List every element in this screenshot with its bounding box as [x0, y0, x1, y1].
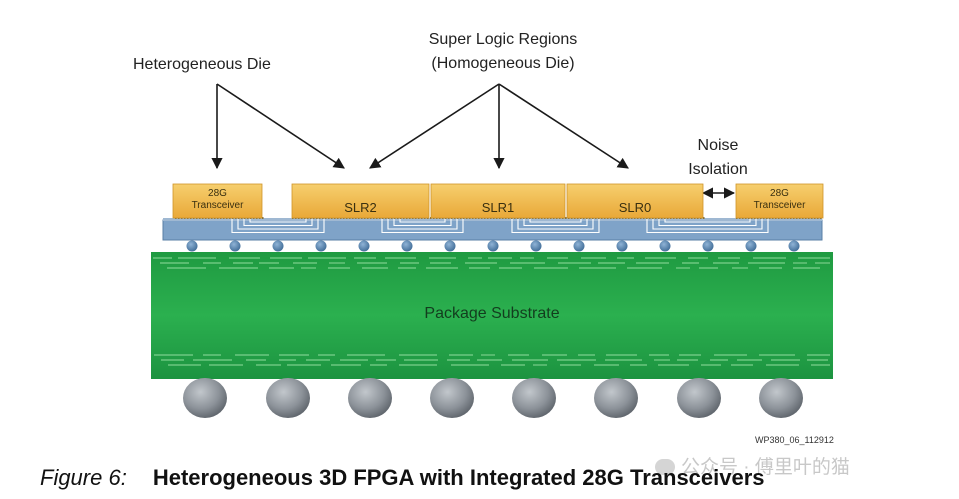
transceiver-right-line2: Transceiver: [753, 200, 806, 211]
package-substrate-label: Package Substrate: [424, 305, 560, 322]
micro-bump: [530, 240, 542, 252]
interposer-wire: [399, 219, 446, 223]
interposer-wire: [517, 219, 594, 230]
interposer-wire: [511, 219, 600, 234]
substrate-traces: [153, 257, 830, 366]
noise-label-line1: Noise: [697, 137, 739, 154]
solder-ball: [430, 378, 474, 418]
silicon-interposer: [162, 218, 823, 241]
micro-bump: [573, 240, 585, 252]
package-substrate: [151, 252, 833, 379]
wechat-icon: [655, 459, 675, 475]
heterogeneous-die-label: Heterogeneous Die: [133, 56, 271, 73]
transceiver-right-label: 28G Transceiver: [736, 188, 823, 212]
solder-balls: [183, 378, 803, 418]
micro-bump: [659, 240, 671, 252]
interposer-wire: [243, 219, 313, 227]
arrow-to-slr2-from-heterogeneous: [216, 83, 345, 169]
micro-bump: [616, 240, 628, 252]
interposer-wire: [658, 219, 757, 227]
slr0-label: SLR0: [618, 200, 652, 215]
interposer-wire: [237, 219, 319, 230]
slr1-die: [430, 183, 566, 219]
interposer-wire: [529, 219, 582, 223]
micro-bump: [186, 240, 198, 252]
arrows: [211, 83, 736, 199]
transceiver-left-label: 28G Transceiver: [173, 188, 262, 212]
watermark-text: 公众号 · 傅里叶的猫: [681, 457, 850, 478]
solder-ball: [266, 378, 310, 418]
interposer-wire: [393, 219, 452, 227]
solder-ball: [677, 378, 721, 418]
interposer-wire: [231, 219, 325, 234]
watermark: 公众号 · 傅里叶的猫: [655, 452, 850, 479]
slr-label: Super Logic Regions (Homogeneous Die): [403, 28, 603, 76]
solder-ball: [594, 378, 638, 418]
micro-bump: [401, 240, 413, 252]
transceiver-left-line1: 28G: [208, 188, 227, 199]
microbump-dot: [703, 217, 705, 219]
noise-label-line2: Isolation: [688, 161, 748, 178]
micro-bump: [358, 240, 370, 252]
transceiver-right-line1: 28G: [770, 188, 789, 199]
micro-bump: [788, 240, 800, 252]
interposer-wire: [387, 219, 458, 230]
micro-bump: [702, 240, 714, 252]
figure-title: Heterogeneous 3D FPGA with Integrated 28…: [152, 465, 765, 490]
solder-ball: [759, 378, 803, 418]
figure-caption: Figure 6: Heterogeneous 3D FPGA with Inte…: [40, 465, 765, 491]
solder-ball: [512, 378, 556, 418]
arrow-to-slr0: [498, 83, 629, 169]
interposer-wire: [646, 219, 769, 234]
solder-ball: [183, 378, 227, 418]
dies: [172, 183, 824, 219]
microbump-dot: [262, 217, 264, 219]
interposer-wire: [664, 219, 751, 223]
slr-label-line1: Super Logic Regions: [428, 31, 578, 48]
slr0-die: [566, 183, 704, 219]
figure-number: Figure 6:: [40, 465, 127, 490]
micro-bump: [487, 240, 499, 252]
interposer-wire: [652, 219, 763, 230]
slr-label-line2: (Homogeneous Die): [431, 55, 575, 72]
interposer-wire: [249, 219, 307, 223]
interposer-wires: [231, 219, 769, 234]
micro-bump: [272, 240, 284, 252]
micro-bump: [745, 240, 757, 252]
slr1-label: SLR1: [481, 200, 515, 215]
micro-bump: [444, 240, 456, 252]
slr2-label: SLR2: [344, 200, 377, 215]
slr2-die: [291, 183, 430, 219]
transceiver-left-line2: Transceiver: [191, 200, 244, 211]
noise-isolation-label: Noise Isolation: [670, 134, 766, 182]
microbump-dot: [565, 217, 567, 219]
part-code: WP380_06_112912: [755, 435, 834, 445]
interposer-wire: [523, 219, 588, 227]
micro-bump: [315, 240, 327, 252]
solder-ball: [348, 378, 392, 418]
transceiver-die-right: [735, 183, 824, 219]
arrow-to-slr2: [369, 83, 500, 169]
transceiver-die-left: [172, 183, 263, 219]
micro-bump: [229, 240, 241, 252]
interposer-wire: [381, 219, 464, 234]
